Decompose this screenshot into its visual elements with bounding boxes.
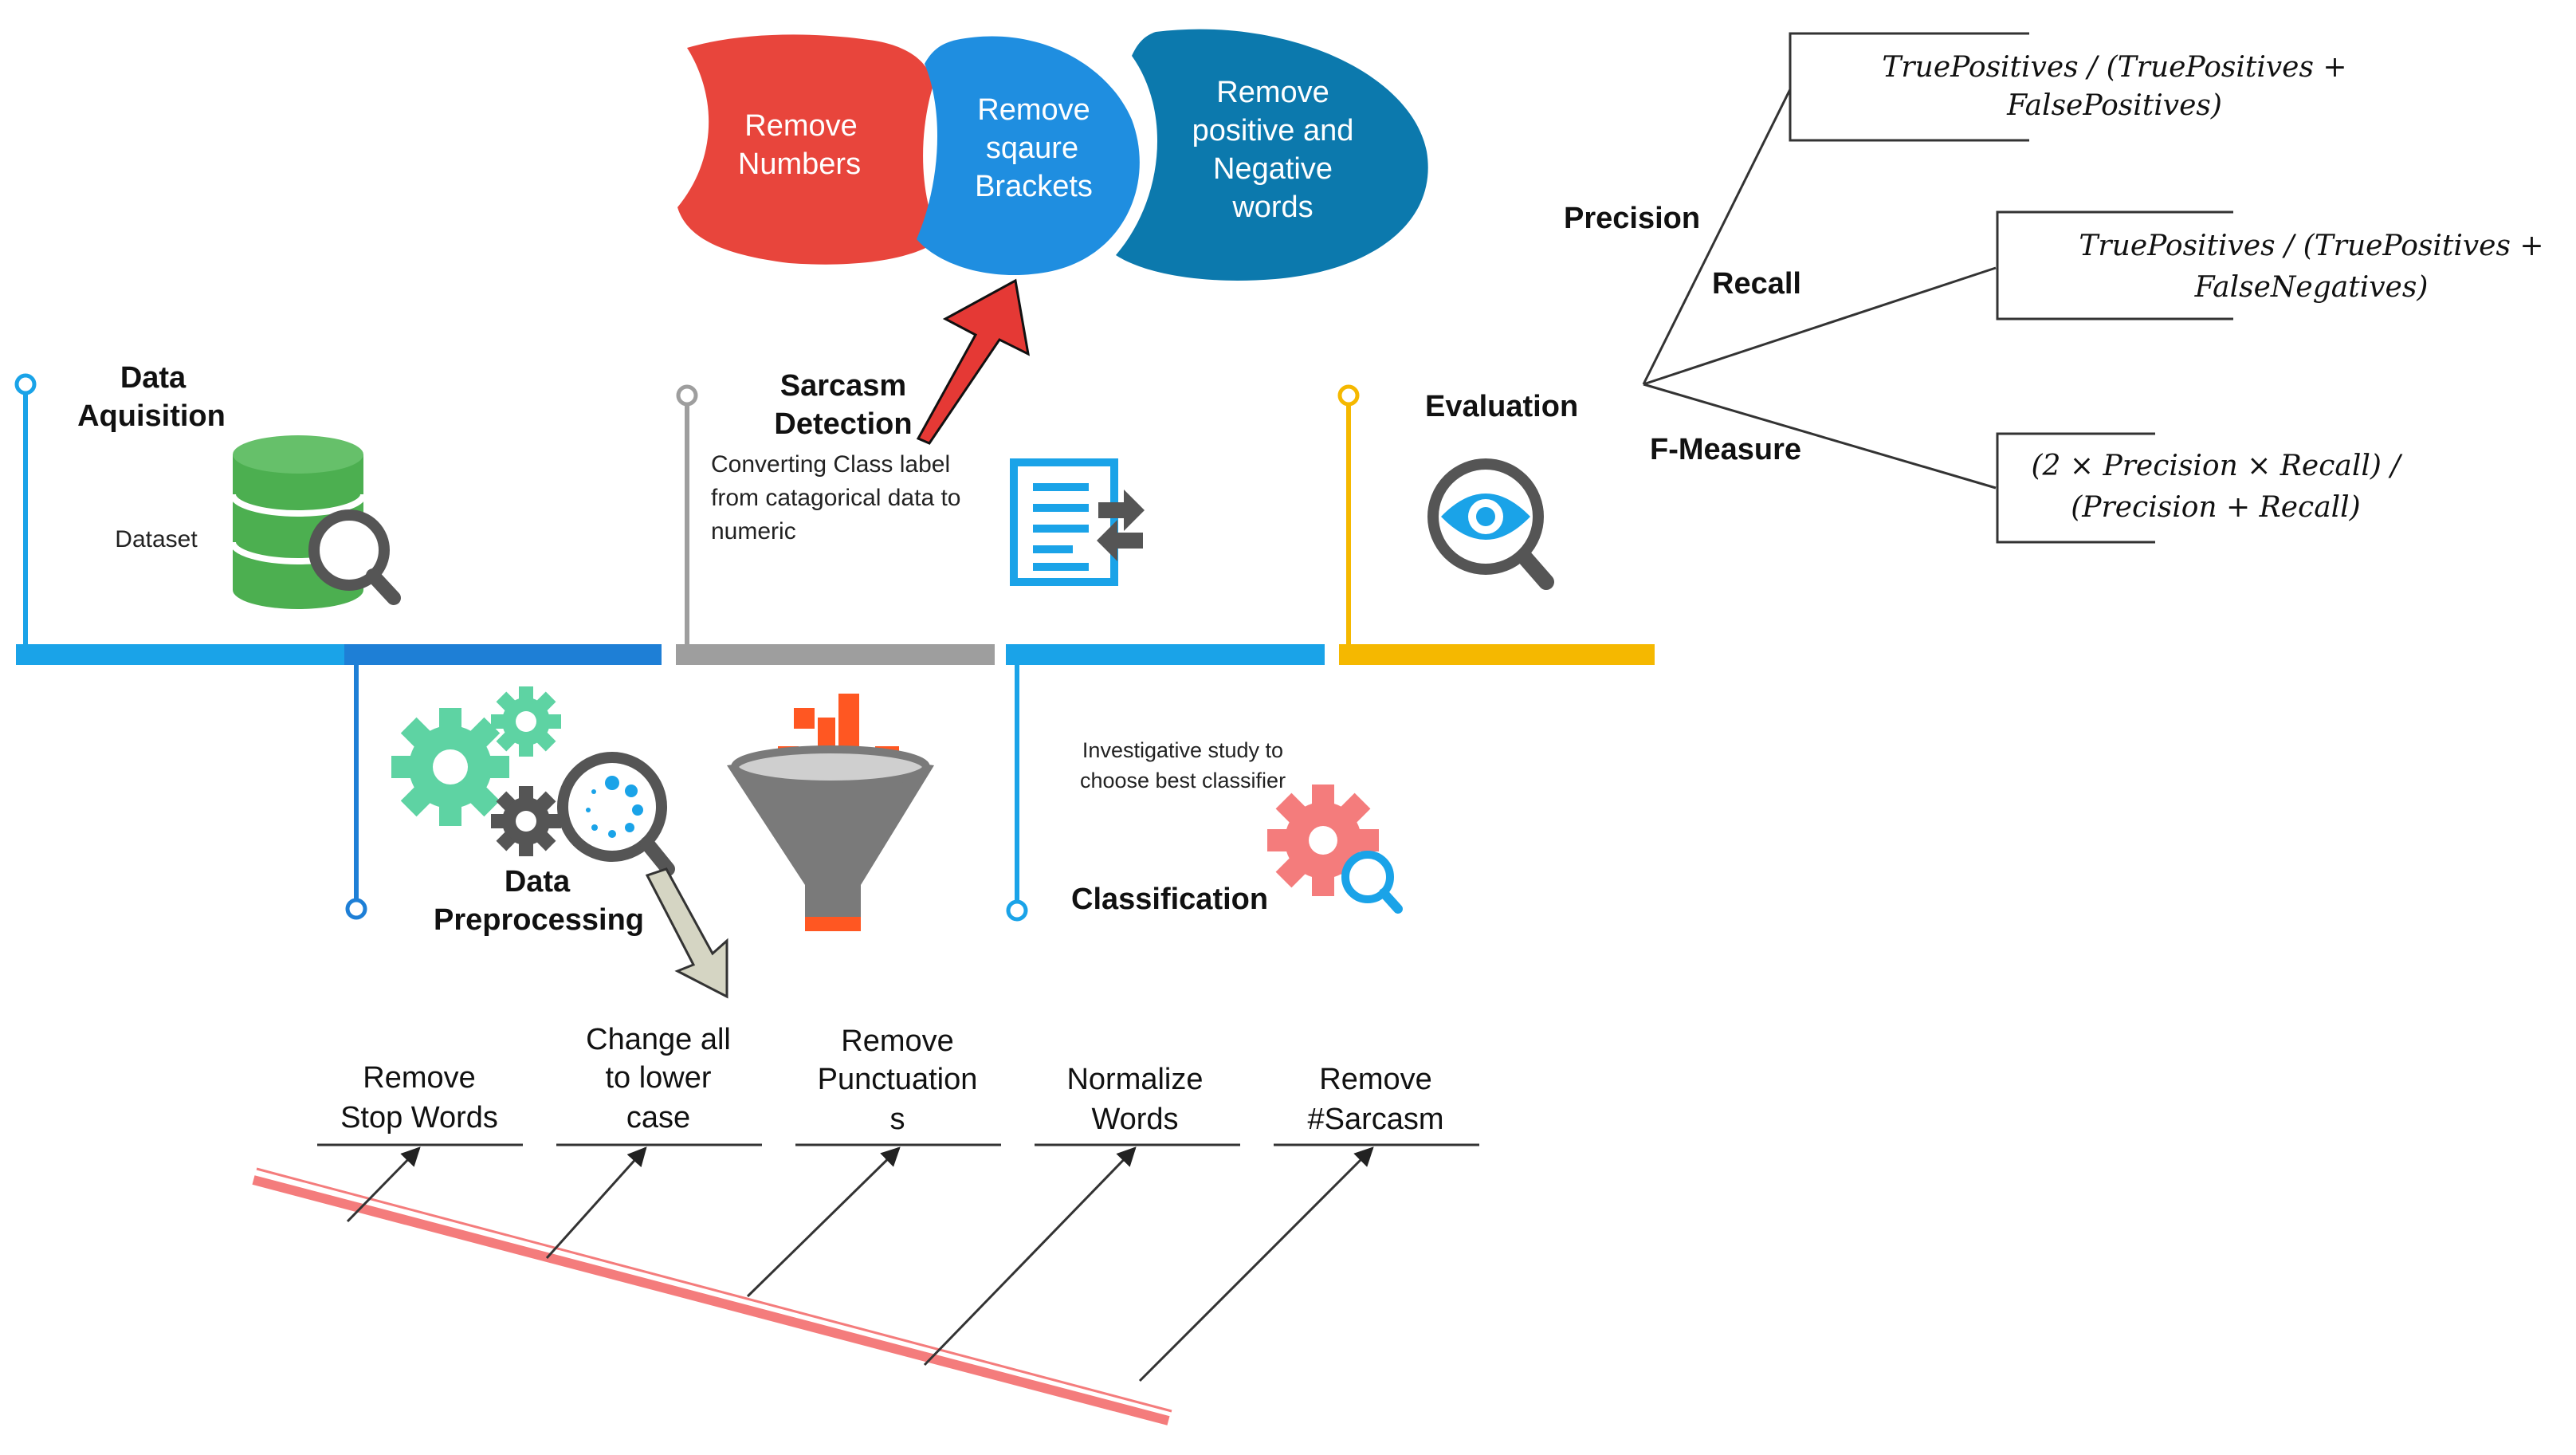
aquisition-subtitle: Dataset <box>115 526 198 553</box>
preprocessing-step-2-line-1: Change all <box>586 1023 731 1056</box>
cleaning-step-3-line-3: Negative <box>1213 152 1333 186</box>
metrics-tree: Precision Recall F-Measure TruePositives… <box>1564 32 2544 544</box>
preprocessing-step-3-line-2: Punctuation <box>818 1063 978 1096</box>
cleaning-step-blob-3 <box>1116 29 1428 281</box>
detection-description-line-2: from catagorical data to <box>711 485 961 511</box>
cleaning-step-1-line-1: Remove <box>744 109 858 143</box>
preprocessing-fishbone: Remove Stop Words Change all to lower ca… <box>252 1023 1479 1426</box>
stem-dot-detection <box>676 384 698 407</box>
preprocessing-step-1-line-1: Remove <box>363 1061 476 1095</box>
cleaning-step-3-line-1: Remove <box>1216 76 1329 109</box>
precision-formula-box <box>1789 32 2029 142</box>
aquisition-title-line-1: Data <box>120 361 187 395</box>
cleaning-step-blob-1 <box>677 34 940 265</box>
cleaning-step-3-line-2: positive and <box>1192 114 1354 147</box>
recall-formula-line-1: TruePositives / (TruePositives + <box>2079 230 2543 262</box>
preprocessing-step-3-line-1: Remove <box>841 1024 954 1058</box>
gears-search-icon <box>391 686 675 876</box>
preprocessing-step-4-line-2: Words <box>1091 1103 1178 1136</box>
timeline-segment-aquisition <box>16 644 344 665</box>
cleaning-step-2-line-2: sqaure <box>986 132 1078 165</box>
stem-dot-aquisition <box>14 373 37 395</box>
preprocessing-step-4-line-1: Normalize <box>1066 1063 1203 1096</box>
preprocessing-step-1-line-2: Stop Words <box>340 1101 498 1135</box>
preprocessing-step-5-line-1: Remove <box>1319 1063 1432 1096</box>
classification-title: Classification <box>1071 883 1268 916</box>
classification-description-line-1: Investigative study to <box>1082 738 1283 762</box>
fmeasure-formula-line-2: (Precision + Recall) <box>2071 491 2360 524</box>
detection-red-arrow <box>916 278 1030 445</box>
recall-formula-line-2: FalseNegatives) <box>2194 271 2429 304</box>
recall-formula-box <box>1996 210 2233 320</box>
detection-title-line-1: Sarcasm <box>780 369 906 403</box>
detection-description-line-3: numeric <box>711 518 796 545</box>
stem-dot-evaluation <box>1337 384 1360 407</box>
stem-dot-classification <box>1006 899 1028 922</box>
cleaning-step-1-line-2: Numbers <box>738 147 861 181</box>
timeline <box>14 373 1655 922</box>
preprocessing-step-2-line-2: to lower <box>605 1061 711 1095</box>
document-exchange-icon <box>1010 458 1145 586</box>
timeline-segment-preprocessing <box>344 644 662 665</box>
timeline-segment-evaluation <box>1339 644 1655 665</box>
stage-classification: Investigative study to choose best class… <box>1071 738 1403 916</box>
evaluation-title: Evaluation <box>1425 390 1578 423</box>
timeline-segment-detection <box>676 644 995 665</box>
precision-formula-line-1: TruePositives / (TruePositives + <box>1882 51 2346 84</box>
fmeasure-formula-line-1: (2 × Precision × Recall) / <box>2032 450 2404 482</box>
preprocessing-step-5-line-2: #Sarcasm <box>1307 1103 1443 1136</box>
cleaning-step-blob-2 <box>917 36 1140 276</box>
stage-sarcasm-detection: Sarcasm Detection Converting Class label… <box>711 278 1145 931</box>
cleaning-step-2-line-3: Brackets <box>975 170 1093 203</box>
cleaning-step-2-line-1: Remove <box>977 93 1090 127</box>
preprocessing-step-2-line-3: case <box>626 1101 690 1135</box>
classification-description-line-2: choose best classifier <box>1080 769 1286 792</box>
eye-search-icon <box>1427 458 1554 590</box>
detection-title-line-2: Detection <box>774 407 912 441</box>
stage-data-aquisition: Data Aquisition Dataset <box>77 361 401 609</box>
aquisition-title-line-2: Aquisition <box>77 399 226 433</box>
preprocessing-callout-arrow <box>645 867 728 999</box>
preprocessing-title-line-2: Preprocessing <box>434 903 644 937</box>
gear-search-icon <box>1267 785 1403 914</box>
cleaning-steps: Remove Numbers Remove sqaure Brackets Re… <box>677 29 1428 281</box>
funnel-icon <box>727 694 934 931</box>
fishbone-spine <box>252 1175 1170 1426</box>
stage-evaluation: Evaluation <box>1425 390 1578 590</box>
metric-name-precision: Precision <box>1564 202 1700 235</box>
timeline-segment-classification <box>1006 644 1325 665</box>
preprocessing-step-3-line-3: s <box>890 1103 905 1136</box>
metric-name-fmeasure: F-Measure <box>1650 433 1801 466</box>
fmeasure-formula-box <box>1996 432 2155 544</box>
preprocessing-title-line-1: Data <box>505 865 571 899</box>
cleaning-step-3-line-4: words <box>1231 191 1313 224</box>
database-search-icon <box>230 435 401 609</box>
stem-dot-preprocessing <box>345 898 367 920</box>
stage-data-preprocessing: Data Preprocessing <box>391 686 728 999</box>
precision-formula-line-2: FalsePositives) <box>2006 89 2222 122</box>
metric-name-recall: Recall <box>1712 267 1801 301</box>
detection-description-line-1: Converting Class label <box>711 451 950 478</box>
